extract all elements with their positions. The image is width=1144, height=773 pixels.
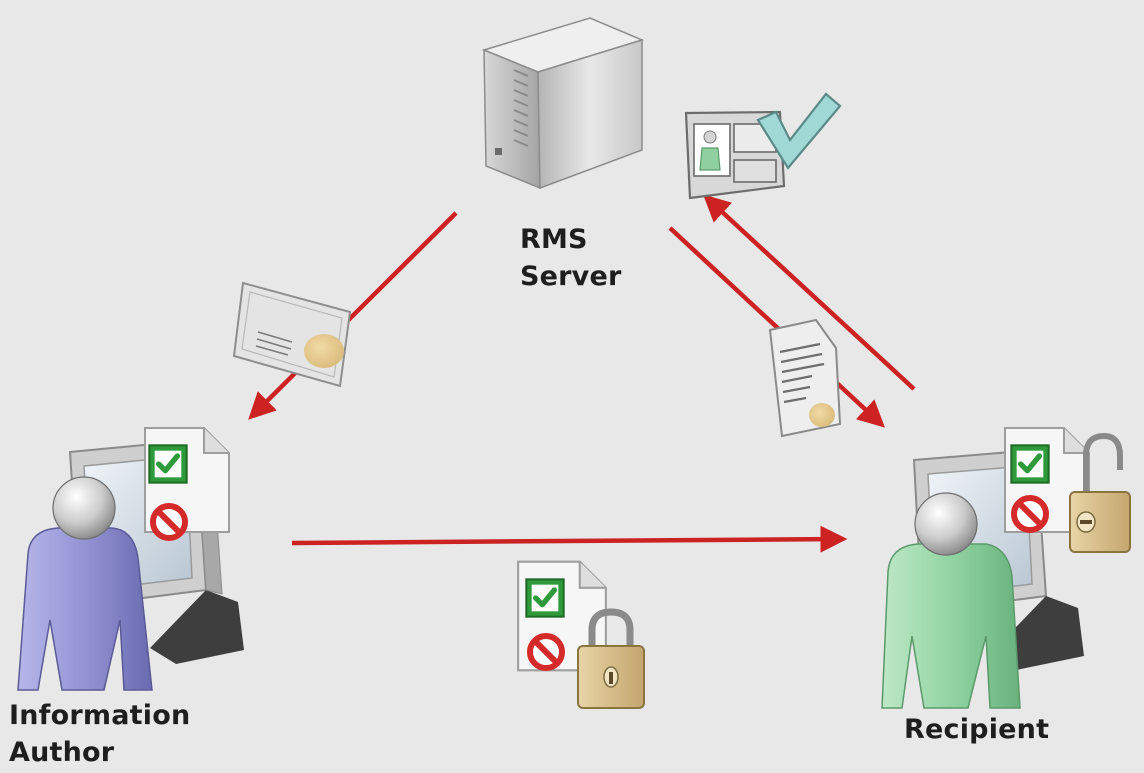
id-card-icon — [684, 92, 842, 200]
recipient-label-line-1: Recipient — [904, 714, 1050, 745]
protected-document — [516, 560, 645, 709]
certificate-icon — [232, 281, 352, 388]
recipient-label: Recipient — [904, 711, 1049, 748]
server-label-line-2: Server — [520, 261, 622, 292]
author-label-line-2: Author — [9, 737, 115, 768]
author-label-line-1: Information — [9, 700, 191, 731]
arrow-server-to-recipient — [668, 226, 885, 428]
rights-deny-icon — [153, 506, 185, 538]
flow-arrows — [248, 194, 916, 553]
arrow-author-to-recipient — [291, 525, 848, 553]
rights-deny-icon — [530, 636, 562, 668]
rights-document — [143, 426, 231, 538]
server-tower-icon — [481, 17, 645, 190]
rights-check-icon — [1011, 445, 1048, 482]
open-padlock-icon — [1069, 432, 1131, 553]
author-label: Information Author — [9, 697, 190, 771]
rights-check-icon — [526, 579, 563, 616]
server-label: RMS Server — [520, 221, 622, 295]
rights-deny-icon — [1014, 498, 1046, 530]
author-station — [17, 426, 244, 691]
padlock-icon — [577, 608, 645, 709]
checkmark-icon — [756, 92, 842, 170]
rights-check-icon — [149, 445, 186, 482]
recipient-station — [881, 426, 1131, 709]
person-icon — [881, 492, 1021, 709]
person-icon — [17, 476, 153, 691]
arrow-recipient-to-server — [703, 194, 916, 391]
server-label-line-1: RMS — [520, 224, 588, 255]
license-document-icon — [768, 318, 842, 438]
arrow-server-to-author — [248, 211, 458, 420]
